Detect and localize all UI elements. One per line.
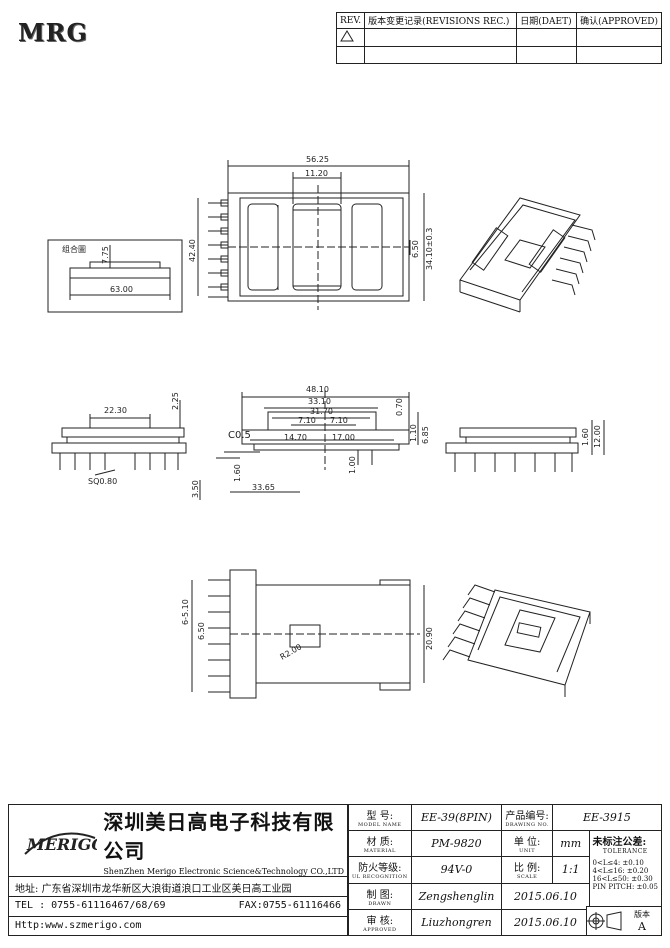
dim-front-w2: 33.10 (308, 397, 331, 406)
tol-row-3: 16<L≤50: ±0.30 (592, 875, 653, 884)
unit-label: 单 位: (513, 837, 541, 849)
dim-top-width: 56.25 (306, 155, 329, 164)
version-block: 版本 A (586, 906, 662, 936)
dim-bottom-w: 20.90 (425, 627, 434, 650)
drawn-date: 2015.06.10 (501, 882, 590, 910)
top-view (197, 160, 425, 310)
fax: FAX:0755-61116466 (238, 900, 341, 911)
front-view (199, 390, 419, 500)
dim-top-inner: 11.20 (305, 169, 328, 178)
dim-pin-pitch: SQ0.80 (88, 477, 117, 486)
dim-top-height-left: 42.40 (188, 239, 197, 262)
tel: TEL : 0755-61116467/68/69 (15, 900, 166, 911)
combo-label: 组合圖 (62, 244, 86, 254)
address: 广东省深圳市龙华新区大浪街道浪口工业区美日高工业园 (41, 884, 292, 895)
fire-value: 94V-0 (410, 856, 503, 884)
drawn-value: Zengshenglin (410, 882, 503, 910)
dim-front-w3: 31.70 (310, 407, 333, 416)
revision-table: REV. 版本变更记录(REVISIONS REC.) 日期(DAET) 确认(… (335, 12, 662, 64)
drawn-label: 制 图: (366, 889, 394, 901)
model-label: 型 号: (366, 811, 394, 823)
tol-row-1: 0<L≤4: ±0.10 (592, 859, 644, 868)
dim-front-k: 33.65 (252, 483, 275, 492)
dim-front-chamfer: C0.5 (228, 430, 251, 441)
unit-value: mm (551, 830, 590, 858)
dim-front-b: 7.10 (330, 416, 348, 425)
dim-front-c: 0.70 (395, 398, 404, 416)
side-view-right (445, 420, 605, 472)
iso-view-bottom (442, 584, 591, 697)
approve-label: 确认(APPROVED) (576, 12, 662, 29)
rev-symbol-cell (335, 28, 366, 47)
dim-top-height-right: 34.10±0.3 (425, 228, 434, 270)
dim-front-e: 17.00 (332, 433, 355, 442)
approved-date: 2015.06.10 (501, 908, 590, 937)
triangle-icon (340, 30, 354, 42)
model-value: EE-39(8PIN) (410, 803, 503, 832)
dim-combo-h: 7.75 (101, 246, 110, 264)
combo-view (47, 239, 183, 313)
tol-row-2: 4<L≤16: ±0.20 (592, 867, 649, 876)
dim-side-left-w: 22.30 (104, 406, 127, 415)
drawing-no-value: EE-3915 (551, 803, 663, 832)
dim-front-h: 1.60 (233, 464, 242, 482)
dim-bottom-pitch: 6-5.10 (181, 599, 190, 625)
bottom-view (191, 569, 425, 699)
side-view-left (51, 400, 187, 476)
company-logo: MRG (18, 18, 89, 47)
merigo-logo: MERIGO (24, 832, 97, 855)
material-label: 材 质: (366, 837, 394, 849)
company-name-en: ShenZhen Merigo Electronic Science&Techn… (103, 866, 345, 876)
version-value: A (638, 920, 646, 933)
tol-row-4: PIN PITCH: ±0.05 (592, 883, 658, 892)
website-link[interactable]: Http:www.szmerigo.com (15, 920, 142, 931)
dim-side-r1: 1.60 (581, 428, 590, 446)
address-label: 地址: (15, 884, 39, 895)
iso-view-top (459, 197, 596, 313)
approved-value: Liuzhongren (410, 908, 503, 937)
svg-text:MERIGO: MERIGO (26, 835, 97, 854)
dim-front-d: 14.70 (284, 433, 307, 442)
dim-side-r2: 12.00 (593, 425, 602, 448)
dim-front-a: 7.10 (298, 416, 316, 425)
company-block: MERIGO 深圳美日高电子科技有限公司 ShenZhen Merigo Ele… (8, 804, 348, 936)
approved-label: 审 核: (366, 915, 394, 927)
scale-label: 比 例: (513, 863, 541, 875)
rev-label: REV. (335, 12, 366, 29)
dim-combo-w: 63.00 (110, 285, 133, 294)
rev-record-label: 版本变更记录(REVISIONS REC.) (364, 12, 518, 29)
dim-side-left-h: 2.25 (171, 392, 180, 410)
version-label: 版本 (634, 910, 650, 919)
dim-front-g: 6.85 (421, 426, 430, 444)
date-label: 日期(DAET) (516, 12, 578, 29)
dim-front-i: 1.00 (348, 456, 357, 474)
company-name-cn: 深圳美日高电子科技有限公司 (103, 809, 335, 863)
dim-front-j: 3.50 (191, 480, 200, 498)
material-value: PM-9820 (410, 830, 503, 858)
dim-front-w: 48.10 (306, 385, 329, 394)
dim-bottom-h: 6.50 (197, 622, 206, 640)
title-table: 型 号:MODEL NAME EE-39(8PIN) 产品编号:DRAWING … (348, 803, 663, 937)
projection-symbol-icon (587, 911, 622, 931)
dim-front-f: 1.10 (409, 424, 418, 442)
dim-top-center: 6.50 (411, 240, 420, 258)
drawing-no-label: 产品编号: (505, 811, 549, 823)
fire-label: 防火等级: (358, 863, 402, 875)
tolerance-label: 未标注公差: (592, 837, 647, 849)
dim-bottom-r: R2.00 (279, 642, 304, 661)
scale-value: 1:1 (551, 856, 590, 884)
